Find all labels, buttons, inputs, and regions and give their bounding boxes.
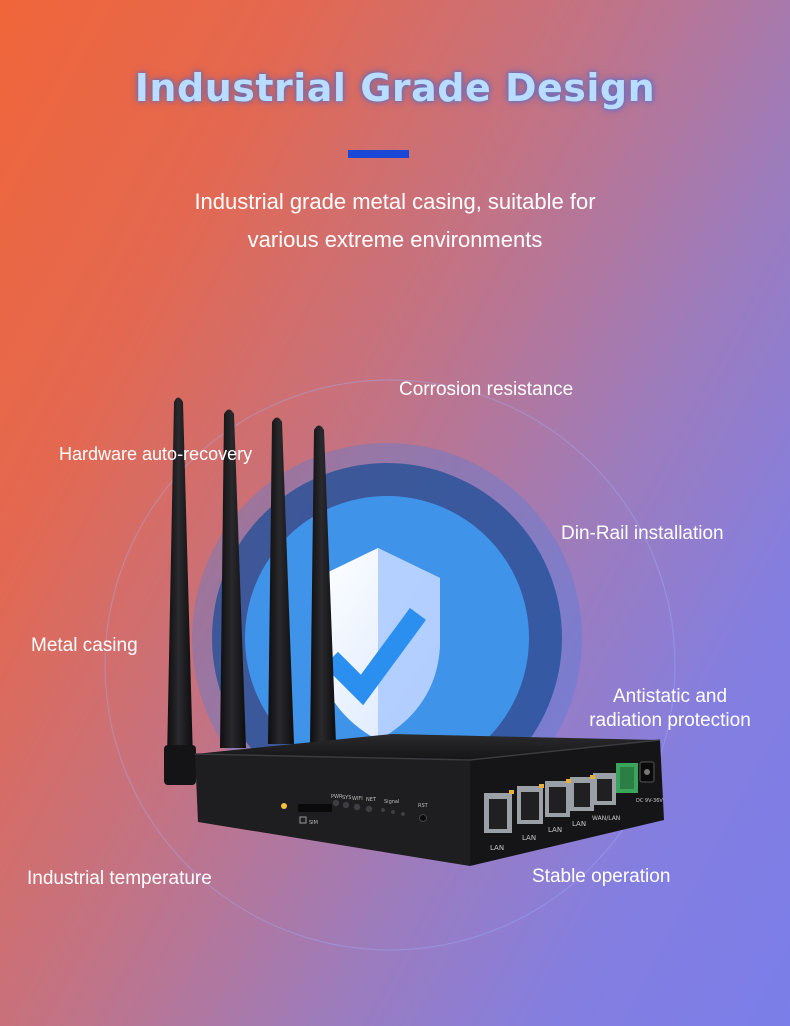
antenna-4	[310, 425, 336, 744]
indicator-label-wifi: WIFI	[352, 796, 363, 802]
indicator-label-sys: SYS	[342, 795, 351, 801]
indicator-label-net: NET	[366, 797, 377, 803]
router-device	[194, 734, 664, 866]
shield-check-icon	[316, 548, 440, 740]
subtitle-line-1: Industrial grade metal casing, suitable …	[194, 189, 596, 214]
port-label-3: LAN	[548, 826, 562, 834]
feature-din-rail-installation: Din-Rail installation	[561, 523, 724, 544]
port-label-4: LAN	[572, 820, 586, 828]
feature-stable-operation: Stable operation	[532, 866, 671, 887]
feature-antistatic-line-1: Antistatic and	[612, 686, 728, 707]
signal-label: Signal	[384, 799, 399, 805]
feature-corrosion-resistance: Corrosion resistance	[399, 379, 574, 400]
orbit-ring	[104, 379, 676, 951]
feature-hardware-auto-recovery: Hardware auto-recovery	[59, 444, 253, 464]
reset-label: RST	[418, 803, 429, 809]
page-subtitle: Industrial grade metal casing, suitable …	[0, 183, 790, 259]
feature-antistatic: Antistatic and radiation protection	[578, 685, 762, 733]
feature-industrial-temperature: Industrial temperature	[27, 868, 212, 889]
ethernet-ports	[484, 773, 616, 833]
feature-metal-casing: Metal casing	[31, 635, 138, 656]
indicator-label-pwr: PWR	[331, 794, 343, 800]
antenna-1	[167, 397, 193, 760]
feature-antistatic-line-2: radiation protection	[589, 710, 751, 731]
antennas	[164, 397, 336, 785]
sim-label: SIM	[309, 820, 318, 826]
subtitle-line-2: various extreme environments	[247, 227, 543, 252]
power-label: DC 9V-36V	[636, 798, 663, 804]
antenna-3	[268, 417, 294, 744]
page-title: Industrial Grade Design	[134, 66, 656, 110]
antenna-2	[220, 409, 246, 748]
port-label-wan: WAN/LAN	[592, 815, 620, 822]
port-label-1: LAN	[490, 844, 504, 852]
port-label-2: LAN	[522, 834, 536, 842]
title-accent-bar	[348, 150, 409, 158]
